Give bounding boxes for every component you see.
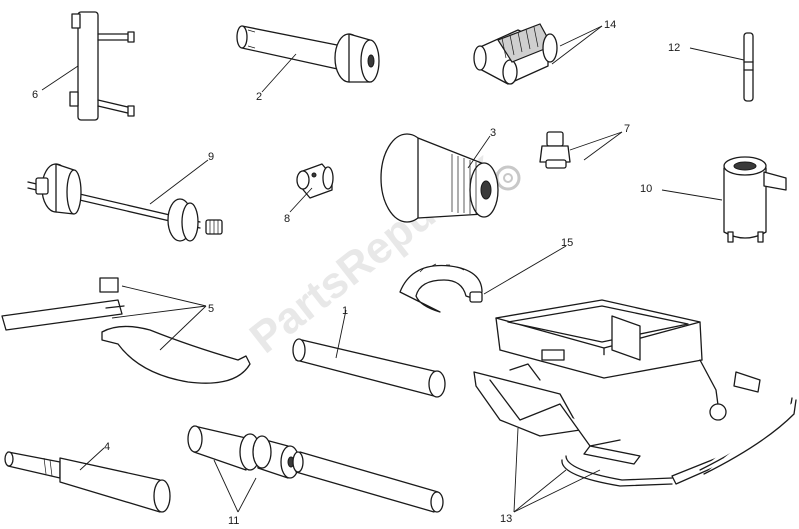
callout-9: 9 xyxy=(208,151,214,163)
callout-1: 1 xyxy=(342,305,348,317)
part-7-fitting xyxy=(539,131,571,169)
callout-4: 4 xyxy=(104,441,110,453)
part-13-stand-jack xyxy=(473,299,797,487)
part-12-pin xyxy=(743,32,754,102)
part-9-rod-puller xyxy=(27,163,223,242)
callout-labels: 6 2 14 12 9 8 3 7 10 15 5 1 4 11 13 xyxy=(32,19,680,527)
callout-10: 10 xyxy=(640,183,652,195)
callout-5: 5 xyxy=(208,303,214,315)
part-2-shaft xyxy=(236,25,380,83)
part-10-cylinder-tool xyxy=(723,156,787,243)
leader-lines xyxy=(41,25,745,513)
part-11-sleeve-set xyxy=(187,425,444,513)
part-8-bushing xyxy=(296,163,334,199)
callout-8: 8 xyxy=(284,213,290,225)
callout-12: 12 xyxy=(668,42,680,54)
part-14-sleeves xyxy=(473,23,558,85)
part-5-hook-wrench xyxy=(1,277,251,384)
part-15-ring-spanner xyxy=(399,263,483,313)
callout-14: 14 xyxy=(604,19,616,31)
part-1-roller xyxy=(292,338,446,398)
callout-2: 2 xyxy=(256,91,262,103)
part-4-stepped-shaft xyxy=(4,451,171,513)
callout-15: 15 xyxy=(561,237,573,249)
callout-6: 6 xyxy=(32,89,38,101)
part-6-puller xyxy=(69,11,135,121)
callout-7: 7 xyxy=(624,123,630,135)
callout-13: 13 xyxy=(500,513,512,525)
callout-3: 3 xyxy=(490,127,496,139)
callout-11: 11 xyxy=(228,515,239,527)
part-3-flanged-tool xyxy=(380,133,499,223)
